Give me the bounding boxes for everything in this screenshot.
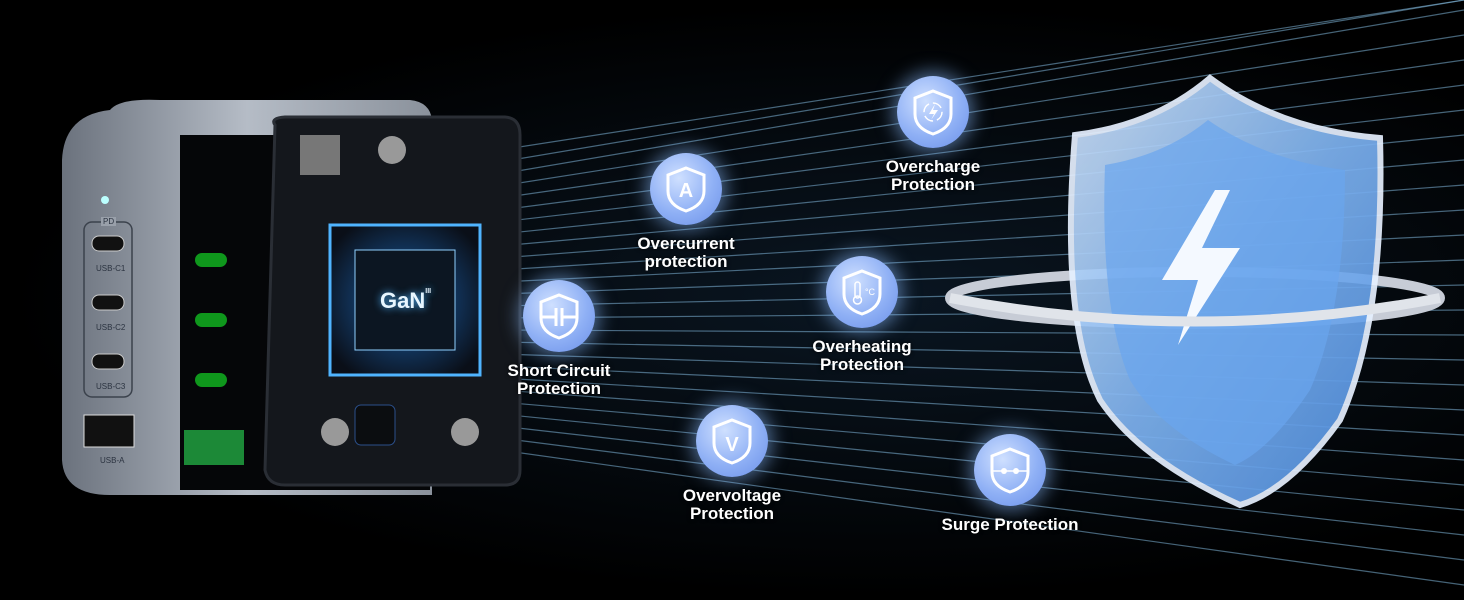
shield-letter-v-icon: V (696, 405, 768, 477)
shield-thermometer-icon: °C (826, 256, 898, 328)
gan-charger-illustration (62, 99, 522, 495)
port-label-usb-c2: USB-C2 (96, 323, 126, 332)
gan-chip-label: GaNIII (380, 288, 431, 314)
feature-subtitle: Protection (689, 504, 775, 523)
port-label-usb-c3: USB-C3 (96, 382, 126, 391)
shield-face-icon (974, 434, 1046, 506)
shield-circuit-icon (523, 280, 595, 352)
light-ray (499, 0, 1464, 151)
feature-subtitle: protection (644, 252, 728, 271)
protection-shield-illustration (945, 74, 1445, 509)
icon-glyph: °C (865, 287, 876, 297)
light-ray (499, 9, 1464, 175)
port-label-usb-c1: USB-C1 (96, 264, 126, 273)
feature-title: Overcurrent (637, 234, 735, 253)
feature-title: Overheating (812, 337, 912, 356)
icon-glyph: V (725, 434, 739, 456)
feature-subtitle: Protection (819, 355, 905, 374)
feature-title: Overcharge (885, 157, 981, 176)
feature-title: Overvoltage (682, 486, 782, 505)
port-label-usb-a: USB-A (100, 456, 125, 465)
feature-title: Short Circuit (507, 361, 611, 380)
icon-glyph: A (679, 180, 693, 202)
feature-subtitle: Protection (516, 379, 602, 398)
feature-title: Surge Protection (941, 515, 1079, 534)
shield-letter-a-icon: A (650, 153, 722, 225)
feature-surge: Surge Protection (910, 434, 1110, 534)
light-ray (499, 0, 1464, 163)
chip-text: GaN (380, 288, 426, 313)
feature-subtitle: Protection (890, 175, 976, 194)
shield-lightning-cycle-icon (897, 76, 969, 148)
chip-superscript: III (425, 288, 432, 295)
light-ray (499, 437, 1464, 561)
light-ray (499, 34, 1464, 187)
lightning-bolt-icon (1162, 190, 1240, 345)
status-led (101, 196, 109, 204)
light-ray (499, 401, 1464, 486)
pd-label: PD (101, 217, 117, 226)
light-ray (499, 449, 1464, 586)
